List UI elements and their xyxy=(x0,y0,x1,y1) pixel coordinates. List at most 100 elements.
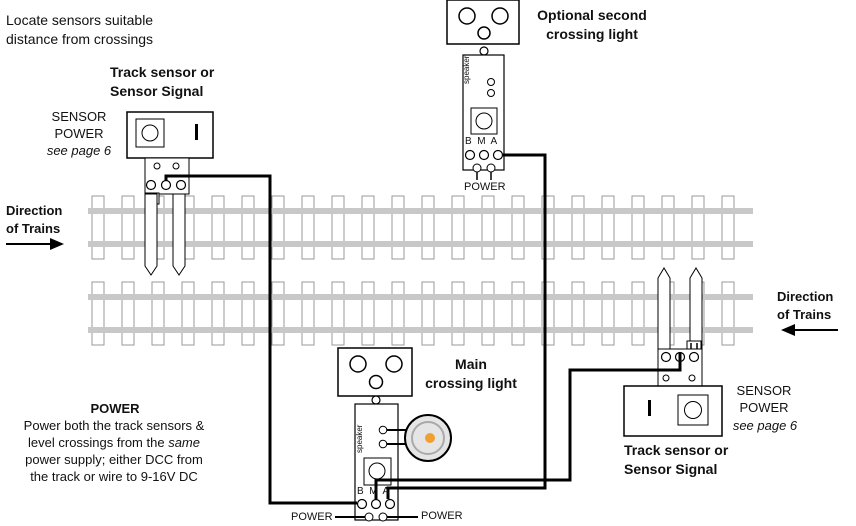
optional-terminal-m xyxy=(478,149,490,161)
optional-speaker-pin xyxy=(487,78,495,86)
right-track-sensor xyxy=(623,267,723,437)
track-tie xyxy=(421,195,435,260)
track-tie xyxy=(271,195,285,260)
track-tie xyxy=(481,195,495,260)
intro-text-line1: Locate sensors suitable xyxy=(6,12,154,28)
left-sensor-led xyxy=(195,124,198,140)
direction-left-line1: Direction xyxy=(6,203,63,218)
main-speaker-label: speaker xyxy=(355,424,364,453)
right-sensor-title-line1: Track sensor or xyxy=(624,442,729,458)
intro-text-line2: distance from crossings xyxy=(6,31,154,47)
track-tie xyxy=(391,281,405,346)
main-power-label-right: POWER xyxy=(421,510,463,522)
right-sensor-probe xyxy=(657,267,671,359)
wire-left-sensor-to-main-b xyxy=(164,174,357,505)
track-tie xyxy=(451,281,465,346)
main-power-terminal xyxy=(364,512,374,522)
left-sensor-power-label-line2: POWER xyxy=(54,126,104,141)
optional-light-lamp xyxy=(458,7,476,25)
track-tie xyxy=(661,195,675,260)
left-sensor-title-line1: Track sensor or xyxy=(110,64,215,80)
track-tie xyxy=(631,281,645,346)
upper-track-ties xyxy=(91,195,735,260)
optional-crossing-light xyxy=(446,0,520,180)
main-power-terminal xyxy=(378,512,388,522)
left-sensor-hole xyxy=(172,162,180,170)
optional-light-mount xyxy=(479,46,489,56)
left-sensor-terminal xyxy=(145,179,157,191)
main-terminal-labels: B M A xyxy=(357,486,390,497)
track-tie xyxy=(721,195,735,260)
main-speaker-pin xyxy=(378,439,388,449)
main-power-label-left: POWER xyxy=(291,511,333,523)
right-sensor-power-label-line1: SENSOR xyxy=(736,383,792,398)
left-sensor-terminal xyxy=(175,179,187,191)
power-note-line4: the track or wire to 9-16V DC xyxy=(30,469,198,484)
speaker-center xyxy=(425,433,435,443)
main-light-lamp xyxy=(368,374,384,390)
optional-light-lamp xyxy=(491,7,509,25)
right-sensor-terminal xyxy=(688,351,700,363)
left-sensor-button-knob xyxy=(141,124,159,142)
lower-track xyxy=(88,281,753,346)
left-sensor-probe xyxy=(144,193,158,276)
main-light-title-line2: crossing light xyxy=(425,375,517,391)
optional-light-lamp xyxy=(477,26,491,40)
track-tie xyxy=(121,195,135,260)
track-tie xyxy=(211,195,225,260)
track-tie xyxy=(361,281,375,346)
track-tie xyxy=(511,281,525,346)
optional-terminal-b xyxy=(464,149,476,161)
main-light-lamp xyxy=(385,355,403,373)
main-light-title-line1: Main xyxy=(455,356,487,372)
track-tie xyxy=(181,281,195,346)
track-tie xyxy=(331,281,345,346)
optional-terminal-a xyxy=(492,149,504,161)
track-tie xyxy=(481,281,495,346)
optional-power-terminal xyxy=(486,163,496,173)
optional-speaker-pin xyxy=(487,89,495,97)
track-tie xyxy=(121,281,135,346)
track-tie xyxy=(421,281,435,346)
direction-right-line2: of Trains xyxy=(777,307,832,322)
track-tie xyxy=(391,195,405,260)
upper-track xyxy=(88,195,753,260)
lower-rail-top xyxy=(88,294,753,300)
right-sensor-terminal xyxy=(660,351,672,363)
power-note-line2: level crossings from the same xyxy=(28,435,200,450)
optional-power-label: POWER xyxy=(464,181,506,193)
power-note-heading: POWER xyxy=(90,401,140,416)
right-sensor-see-page: see page 6 xyxy=(732,418,798,433)
power-note-line1: Power both the track sensors & xyxy=(23,418,205,433)
left-sensor-hole xyxy=(153,162,161,170)
right-sensor-hole xyxy=(688,374,696,382)
wires xyxy=(164,153,682,505)
left-sensor-title-line2: Sensor Signal xyxy=(110,83,204,99)
power-note-line3: power supply; either DCC from xyxy=(25,452,203,467)
optional-light-title-line1: Optional second xyxy=(537,7,647,23)
track-tie xyxy=(511,195,525,260)
main-terminal-a xyxy=(384,498,396,510)
wire-optional-a-to-main-a xyxy=(386,153,547,499)
main-light-button-knob xyxy=(368,462,386,480)
optional-light-title-line2: crossing light xyxy=(546,26,638,42)
track-tie xyxy=(211,281,225,346)
upper-rail-top xyxy=(88,208,753,214)
track-tie xyxy=(271,281,285,346)
left-sensor-terminal xyxy=(160,179,172,191)
optional-power-terminal xyxy=(472,163,482,173)
track-tie xyxy=(451,195,465,260)
track-tie xyxy=(571,281,585,346)
track-tie xyxy=(601,281,615,346)
left-sensor-see-page: see page 6 xyxy=(46,143,112,158)
left-sensor-probe xyxy=(172,193,186,276)
main-light-mount xyxy=(371,395,381,405)
track-tie xyxy=(361,195,375,260)
track-tie xyxy=(301,281,315,346)
main-terminal-m xyxy=(370,498,382,510)
direction-left-line2: of Trains xyxy=(6,221,61,236)
main-terminal-b xyxy=(356,498,368,510)
main-crossing-light xyxy=(335,347,452,522)
track-tie xyxy=(151,281,165,346)
track-tie xyxy=(571,195,585,260)
